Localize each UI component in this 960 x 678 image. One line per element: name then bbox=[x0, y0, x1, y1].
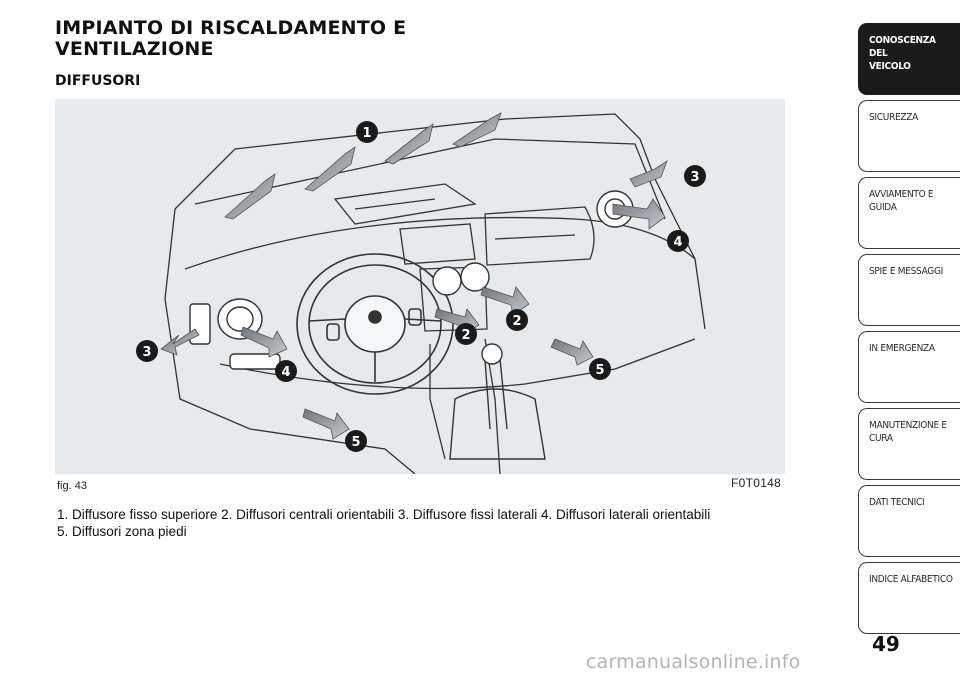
tab-dati-tecnici[interactable]: DATI TECNICI bbox=[858, 485, 960, 557]
tab-label-2: CURA bbox=[869, 433, 893, 444]
caption-line1: 1. Diffusore fisso superiore 2. Diffusor… bbox=[57, 507, 711, 522]
tab-label: DATI TECNICI bbox=[869, 497, 925, 508]
steering-wheel bbox=[296, 253, 454, 395]
svg-text:4: 4 bbox=[673, 235, 682, 250]
page-title: IMPIANTO DI RISCALDAMENTO E VENTILAZIONE bbox=[55, 18, 406, 60]
dashboard-drawing: 1 2 2 3 3 4 4 bbox=[136, 112, 706, 474]
tab-sicurezza[interactable]: SICUREZZA bbox=[858, 100, 960, 172]
tab-spie-e-messaggi[interactable]: SPIE E MESSAGGI bbox=[858, 254, 960, 326]
tab-label: CONOSCENZA DEL bbox=[869, 35, 936, 59]
svg-text:3: 3 bbox=[690, 170, 699, 185]
figure-caption: 1. Diffusore fisso superiore 2. Diffusor… bbox=[57, 506, 797, 540]
tab-in-emergenza[interactable]: IN EMERGENZA bbox=[858, 331, 960, 403]
tab-label-2: VEICOLO bbox=[869, 61, 911, 72]
tab-indice-alfabetico[interactable]: INDICE ALFABETICO bbox=[858, 562, 960, 634]
svg-text:1: 1 bbox=[362, 126, 371, 141]
dashboard-outline bbox=[164, 113, 706, 474]
callout-2a: 2 bbox=[506, 309, 528, 331]
svg-text:4: 4 bbox=[281, 365, 290, 380]
figure-label: fig. 43 bbox=[57, 480, 87, 492]
page-number: 49 bbox=[872, 632, 900, 656]
callout-2b: 2 bbox=[455, 323, 477, 345]
tab-label: INDICE ALFABETICO bbox=[869, 574, 953, 585]
callout-1: 1 bbox=[356, 121, 378, 143]
tab-label: SICUREZZA bbox=[869, 112, 918, 123]
dashboard-illustration: 1 2 2 3 3 4 4 bbox=[55, 99, 785, 474]
callout-4a: 4 bbox=[667, 230, 689, 252]
svg-text:2: 2 bbox=[461, 328, 470, 343]
svg-text:2: 2 bbox=[512, 314, 521, 329]
svg-text:5: 5 bbox=[595, 363, 604, 378]
figure-code: F0T0148 bbox=[731, 476, 782, 490]
callout-3a: 3 bbox=[684, 165, 706, 187]
svg-text:5: 5 bbox=[351, 435, 360, 450]
tab-label: AVVIAMENTO E bbox=[869, 189, 934, 200]
tab-manutenzione-e-cura[interactable]: MANUTENZIONE E CURA bbox=[858, 408, 960, 480]
svg-text:3: 3 bbox=[142, 345, 151, 360]
section-title: DIFFUSORI bbox=[55, 73, 141, 89]
chapter-nav: CONOSCENZA DEL VEICOLO SICUREZZA AVVIAME… bbox=[858, 0, 960, 678]
airflow-arrows bbox=[160, 112, 668, 440]
tab-conoscenza-del-veicolo[interactable]: CONOSCENZA DEL VEICOLO bbox=[858, 23, 960, 95]
callout-3b: 3 bbox=[136, 340, 158, 362]
tab-label-2: GUIDA bbox=[869, 202, 897, 213]
tab-label: IN EMERGENZA bbox=[869, 343, 935, 354]
vent-outlets bbox=[189, 190, 634, 370]
callout-5b: 5 bbox=[345, 430, 367, 452]
tab-label: SPIE E MESSAGGI bbox=[869, 266, 944, 277]
watermark: carmanualsonline.info bbox=[586, 651, 801, 673]
page-title-line1: IMPIANTO DI RISCALDAMENTO E bbox=[55, 17, 407, 39]
callout-4b: 4 bbox=[275, 360, 297, 382]
gear-lever bbox=[449, 343, 546, 460]
tab-label: MANUTENZIONE E bbox=[869, 420, 947, 431]
caption-line2: 5. Diffusori zona piedi bbox=[57, 524, 187, 539]
callouts: 1 2 2 3 3 4 4 bbox=[136, 121, 706, 452]
tab-avviamento-e-guida[interactable]: AVVIAMENTO E GUIDA bbox=[858, 177, 960, 249]
callout-5a: 5 bbox=[589, 358, 611, 380]
page-title-line2: VENTILAZIONE bbox=[55, 38, 214, 60]
